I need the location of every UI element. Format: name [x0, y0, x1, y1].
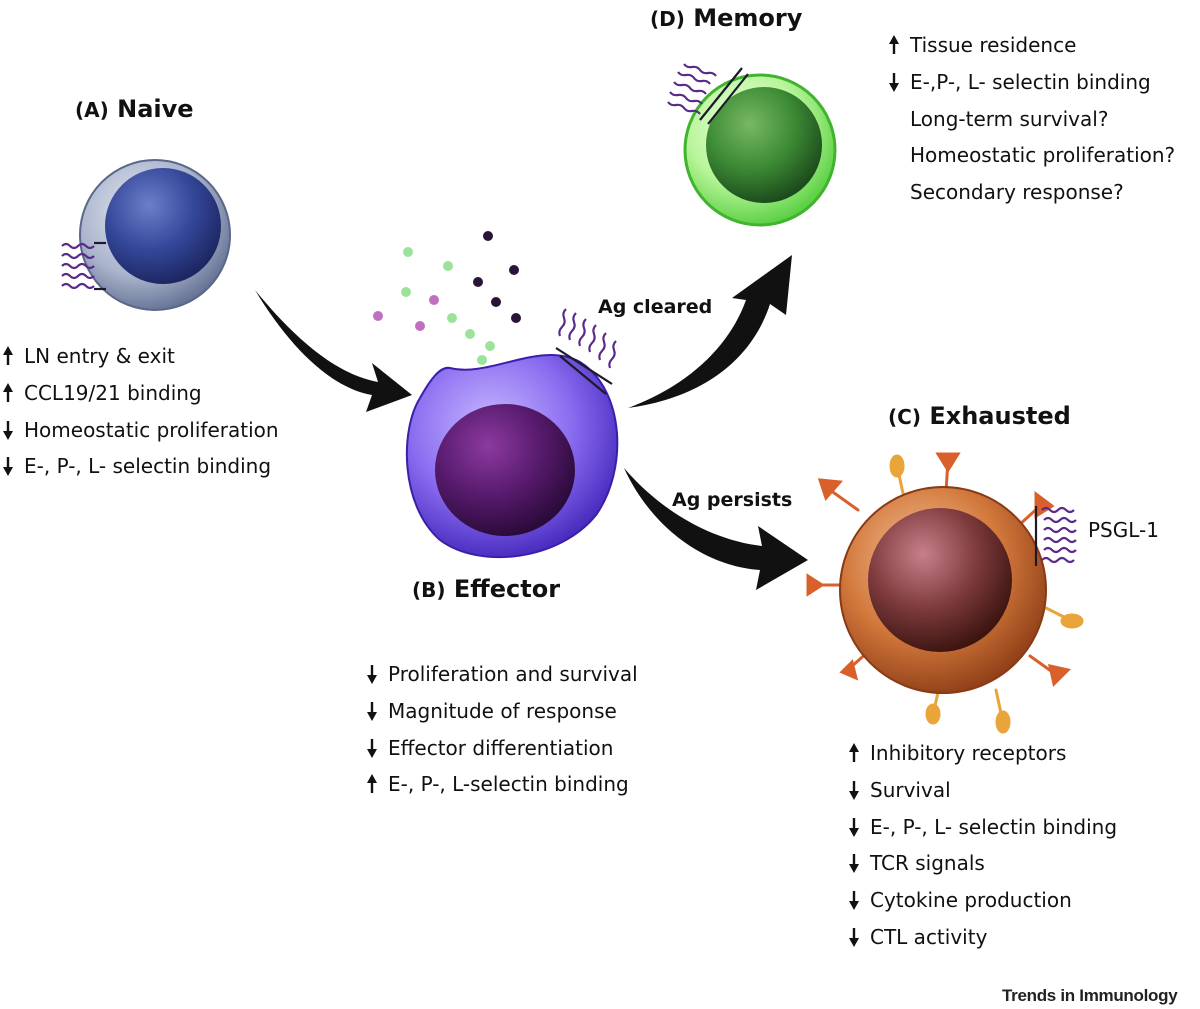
down-arrow-icon: [848, 890, 870, 911]
exhausted-property-text: Cytokine production: [870, 888, 1072, 913]
up-arrow-icon: [2, 383, 24, 403]
down-arrow-icon: [2, 456, 24, 477]
naive-title: (A) Naive: [75, 95, 194, 123]
exhausted-property-text: Inhibitory receptors: [870, 741, 1067, 766]
exhausted-property-text: E-, P-, L- selectin binding: [870, 814, 1118, 839]
exhausted-property-row: CTL activity: [848, 918, 1117, 955]
down-arrow-icon: [888, 72, 910, 93]
naive-name: Naive: [117, 95, 194, 123]
memory-tag: (D): [650, 7, 685, 31]
down-arrow-icon: [848, 927, 870, 947]
naive-property-text: E-, P-, L- selectin binding: [24, 454, 272, 479]
arrow-naive-to-effector: [255, 290, 412, 412]
memory-property-row: Homeostatic proliferation?: [888, 137, 1175, 174]
naive-property-row: CCL19/21 binding: [2, 375, 279, 412]
memory-cell: [683, 73, 837, 227]
effector-property-row: Proliferation and survival: [366, 656, 638, 693]
effector-receptors-icon: [555, 308, 617, 395]
effector-property-row: Magnitude of response: [366, 693, 638, 730]
down-arrow-icon: [2, 420, 24, 440]
down-arrow-icon: [848, 780, 870, 801]
exhausted-property-text: Survival: [870, 778, 951, 803]
arrow-effector-to-exhausted: [624, 468, 808, 590]
effector-property-text: Proliferation and survival: [388, 662, 638, 687]
memory-name: Memory: [693, 4, 803, 32]
journal-brand: Trends in Immunology: [1002, 986, 1178, 1005]
effector-property-text: Magnitude of response: [388, 699, 617, 724]
edge-label-ag-cleared: Ag cleared: [598, 296, 713, 318]
memory-receptors-icon: [667, 63, 749, 125]
naive-cell: [79, 159, 231, 311]
naive-property-row: LN entry & exit: [2, 338, 279, 375]
exhausted-property-row: Inhibitory receptors: [848, 735, 1117, 772]
memory-property-text: Long-term survival?: [910, 106, 1109, 131]
naive-tag: (A): [75, 98, 109, 122]
up-arrow-icon: [888, 35, 910, 55]
exhausted-property-text: CTL activity: [870, 924, 988, 949]
exhausted-tag: (C): [888, 405, 921, 429]
memory-property-row: Secondary response?: [888, 174, 1175, 211]
down-arrow-icon: [366, 664, 388, 685]
exhausted-psgl1-receptors-icon: [1034, 506, 1077, 566]
down-arrow-icon: [366, 701, 388, 722]
up-arrow-icon: [366, 774, 388, 794]
effector-property-text: E-, P-, L-selectin binding: [388, 772, 629, 797]
effector-property-row: E-, P-, L-selectin binding: [366, 766, 638, 803]
naive-property-row: Homeostatic proliferation: [2, 411, 279, 448]
effector-tag: (B): [412, 578, 446, 602]
effector-cell: [405, 354, 619, 559]
down-arrow-icon: [848, 853, 870, 874]
exhausted-property-row: E-, P-, L- selectin binding: [848, 808, 1117, 845]
memory-property-text: Homeostatic proliferation?: [910, 143, 1176, 168]
arrow-effector-to-memory: [628, 255, 792, 408]
memory-property-text: Secondary response?: [910, 180, 1124, 205]
exhausted-property-row: Survival: [848, 772, 1117, 809]
edge-label-ag-persists: Ag persists: [672, 489, 793, 511]
down-arrow-icon: [366, 738, 388, 758]
exhausted-name: Exhausted: [929, 402, 1071, 430]
memory-property-row: E-,P-, L- selectin binding: [888, 64, 1175, 101]
up-arrow-icon: [848, 743, 870, 763]
down-arrow-icon: [848, 817, 870, 837]
effector-name: Effector: [453, 575, 561, 603]
naive-property-row: E-, P-, L- selectin binding: [2, 448, 279, 485]
exhausted-property-text: TCR signals: [870, 851, 985, 876]
effector-title: (B) Effector: [412, 575, 560, 603]
effector-property-text: Effector differentiation: [388, 735, 614, 760]
memory-property-row: Tissue residence: [888, 27, 1175, 64]
exhausted-property-row: Cytokine production: [848, 882, 1117, 919]
naive-receptors-icon: [61, 241, 106, 291]
naive-property-text: LN entry & exit: [24, 344, 175, 369]
effector-property-row: Effector differentiation: [366, 729, 638, 766]
naive-property-text: Homeostatic proliferation: [24, 417, 279, 442]
naive-property-text: CCL19/21 binding: [24, 381, 202, 406]
up-arrow-icon: [2, 346, 24, 366]
exhausted-cell: [839, 486, 1047, 694]
memory-title: (D) Memory: [650, 4, 802, 32]
memory-property-text: E-,P-, L- selectin binding: [910, 70, 1151, 95]
exhausted-property-row: TCR signals: [848, 845, 1117, 882]
exhausted-title: (C) Exhausted: [888, 402, 1071, 430]
psgl1-label: PSGL-1: [1088, 518, 1159, 542]
antigen-particles: [373, 231, 521, 365]
memory-property-text: Tissue residence: [910, 33, 1077, 58]
memory-property-row: Long-term survival?: [888, 100, 1175, 137]
